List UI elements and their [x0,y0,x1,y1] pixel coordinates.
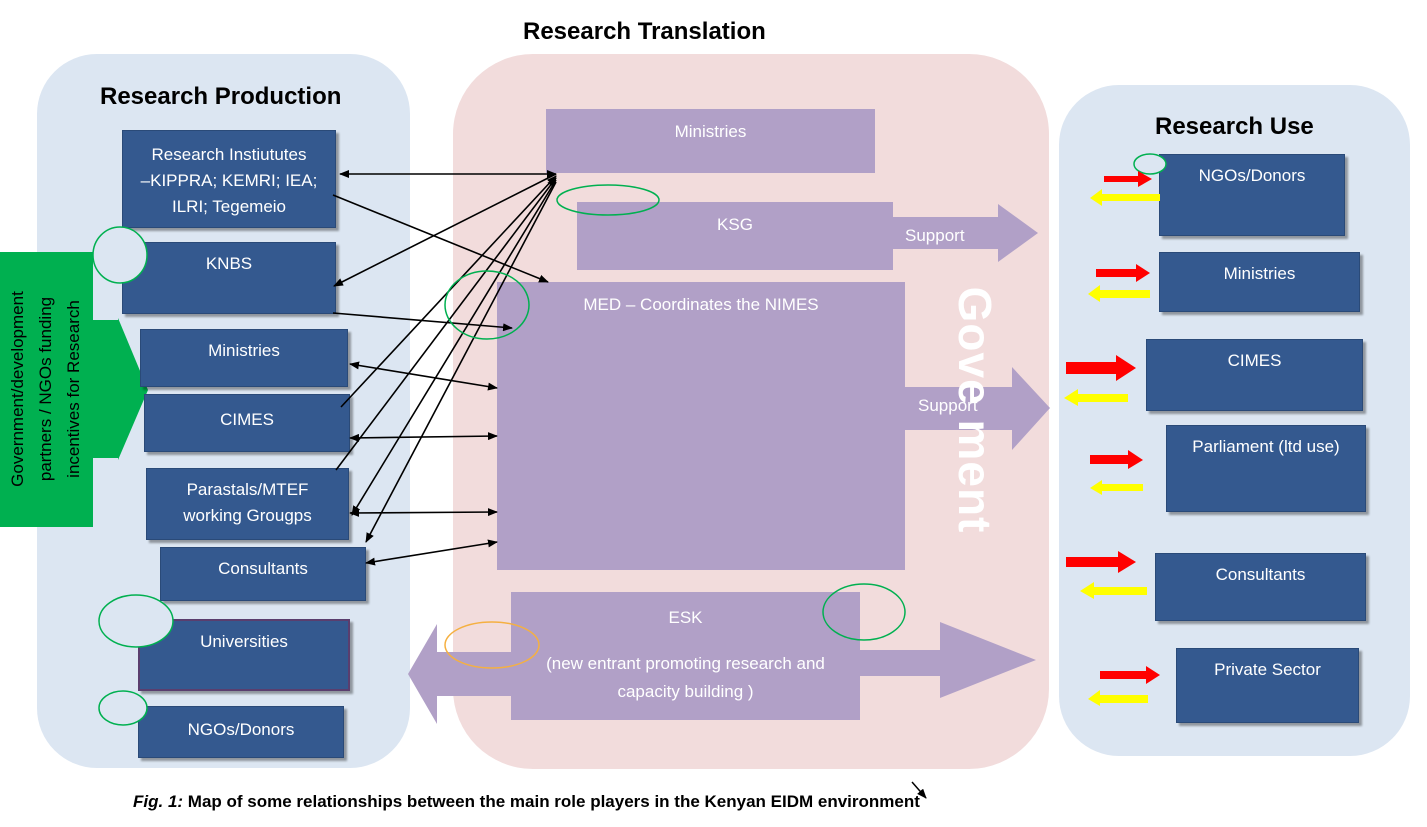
use-cimes-box: CIMES [1146,339,1363,411]
research-production-title: Research Production [100,83,342,110]
caption-text: Map of some relationships between the ma… [183,792,920,811]
caption-label: Fig. 1: [133,792,184,811]
production-consultants-box: Consultants [160,547,366,601]
production-ngos-box: NGOs/Donors [138,706,344,758]
translation-ministries-box: Ministries [546,109,875,173]
production-ministries-box: Ministries [140,329,348,387]
parastatals-line1: Parastals/MTEF [186,480,309,499]
use-consultants-box: Consultants [1155,553,1366,621]
esk-desc-line1: (new entrant promoting research and [546,654,825,673]
research-translation-title: Research Translation [523,18,766,45]
parliament-box: Parliament (ltd use) [1166,425,1366,512]
med-box: MED – Coordinates the NIMES [497,282,905,570]
funding-bar [0,252,93,527]
figure-caption: Fig. 1: Map of some relationships betwee… [133,792,920,812]
parastatals-line2: working Grougps [183,506,312,525]
use-ministries-box: Ministries [1159,252,1360,312]
private-sector-box: Private Sector [1176,648,1359,723]
ksg-box: KSG [577,202,893,270]
research-institutes-line3: ILRI; Tegemeio [171,197,287,216]
knbs-box: KNBS [122,242,336,314]
use-ngos-box: NGOs/Donors [1159,154,1345,236]
universities-box: Universities [138,619,350,691]
esk-label: ESK [668,608,703,627]
research-use-title: Research Use [1155,113,1314,140]
esk-desc-line2: capacity building ) [617,682,754,701]
government-vertical-label: Gove ment [949,286,1001,534]
research-institutes-line2: –KIPPRA; KEMRI; IEA; [140,171,318,190]
funding-label: Government/development partners / NGOs f… [8,291,83,487]
parastatals-box: Parastals/MTEF working Grougps [146,468,349,540]
research-institutes-box: Research Instiututes –KIPPRA; KEMRI; IEA… [122,130,336,228]
med-support-label: Support [918,396,978,415]
research-institutes-line1: Research Instiututes [151,145,307,164]
ksg-support-label: Support [905,226,965,245]
production-cimes-box: CIMES [144,394,350,452]
